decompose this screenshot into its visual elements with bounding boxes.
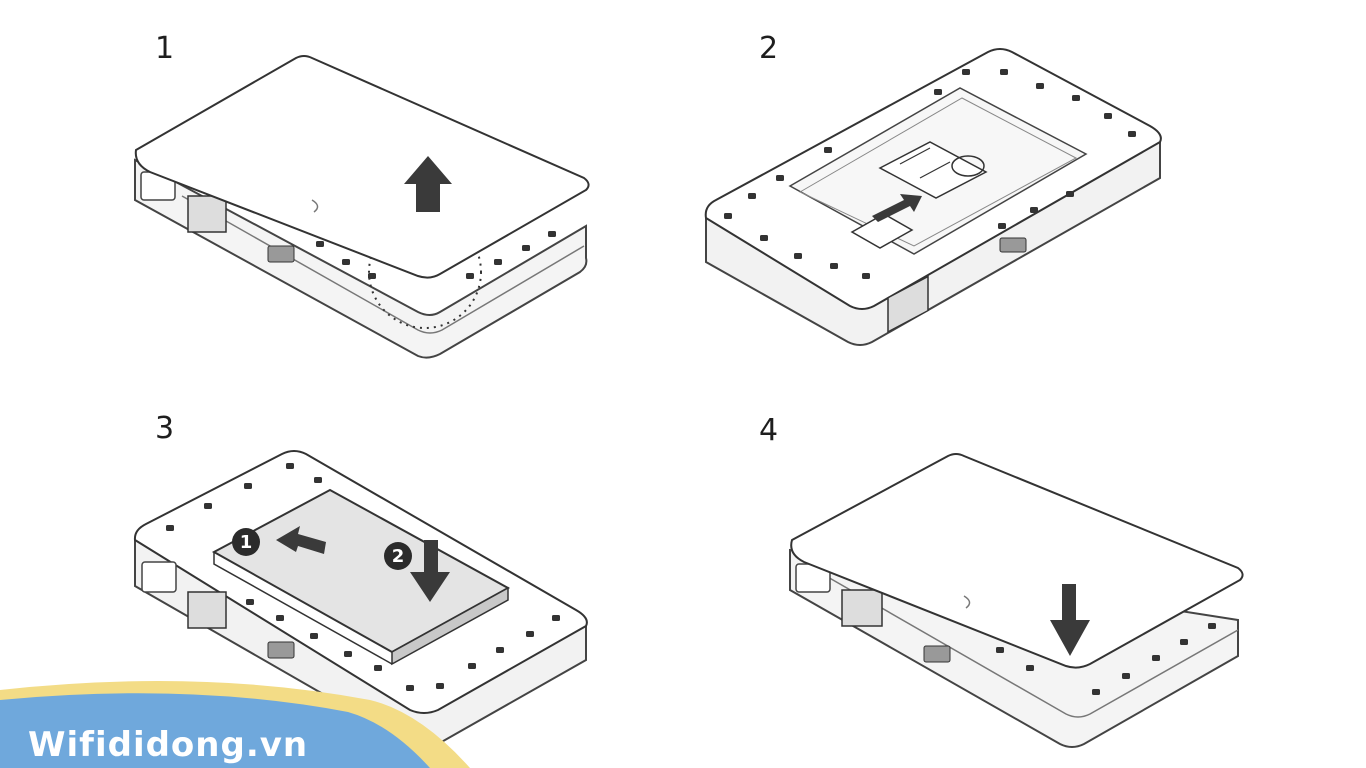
step-2-number: 2	[759, 31, 778, 66]
step-4-down-arrow-icon	[1050, 584, 1090, 656]
step-3-number: 3	[155, 411, 174, 446]
step-4-panel: 4	[759, 413, 1244, 748]
step-2-panel: 2	[704, 31, 1162, 346]
brand-banner: Wifididong.vn	[0, 681, 470, 768]
brand-logo-text: Wifididong.vn	[28, 725, 308, 765]
step-3-left-arrow-icon	[276, 526, 326, 554]
step-1-callout-circle	[368, 215, 482, 329]
step-3-battery	[211, 488, 511, 666]
step-2-device	[704, 48, 1162, 346]
step-3-down-arrow-icon	[410, 540, 450, 602]
step-3-marker-1: 1	[232, 528, 260, 556]
step-3-marker-2: 2	[384, 542, 412, 570]
step-4-number: 4	[759, 413, 778, 448]
step-2-insert-arrow-icon	[872, 194, 922, 222]
step-1-device	[134, 158, 588, 359]
step-2-sim-card	[850, 213, 914, 249]
svg-text:1: 1	[240, 532, 253, 553]
brand-banner-shape	[0, 693, 430, 768]
step-4-cover	[790, 453, 1244, 669]
step-2-sim-slot	[878, 141, 988, 199]
step-1-up-arrow-icon	[404, 156, 452, 212]
step-1-panel: 1	[134, 31, 590, 359]
step-1-cover	[134, 55, 590, 279]
svg-text:2: 2	[392, 546, 405, 567]
step-1-number: 1	[155, 31, 174, 66]
